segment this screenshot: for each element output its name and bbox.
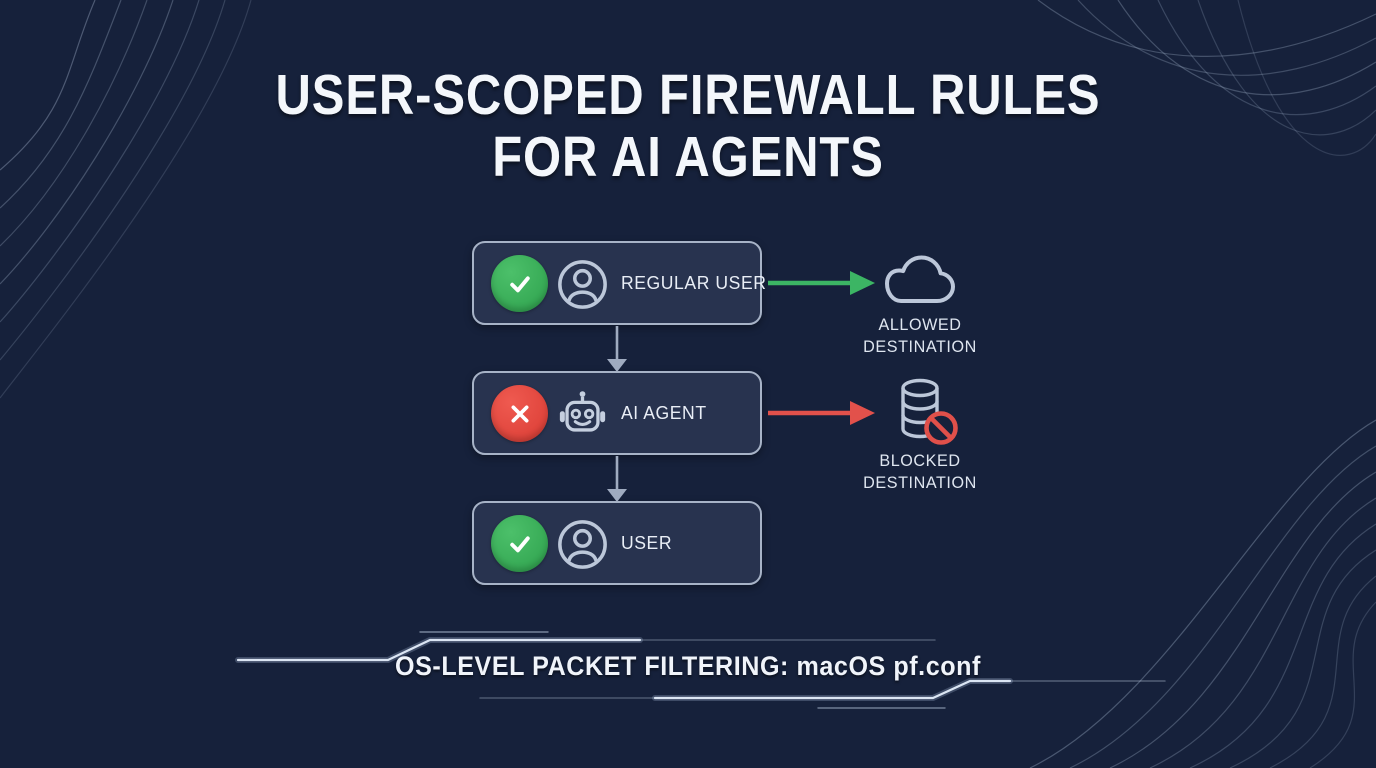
footer-caption: OS-LEVEL PACKET FILTERING: macOS pf.conf [395, 651, 981, 681]
page-title-line2: FOR AI AGENTS [492, 125, 884, 189]
cloud-icon [879, 251, 961, 314]
check-icon [491, 515, 548, 572]
allowed-destination: ALLOWED DESTINATION [832, 251, 1008, 358]
down-arrow-1 [607, 326, 627, 372]
x-icon [491, 385, 548, 442]
node-label: USER [621, 532, 673, 553]
user-icon [556, 518, 609, 571]
check-icon [491, 255, 548, 312]
node-regular-user: REGULAR USER [472, 241, 766, 325]
node-user: USER [472, 501, 762, 585]
node-label: REGULAR USER [621, 272, 767, 293]
user-icon [556, 258, 609, 311]
blocked-destination: BLOCKED DESTINATION [832, 377, 1008, 494]
database-icon [894, 377, 958, 450]
node-ai-agent: AI AGENT [472, 371, 762, 455]
page-title: USER-SCOPED FIREWALL RULES FOR AI AGENTS [96, 64, 1279, 188]
no-entry-icon [922, 409, 960, 452]
node-label: AI AGENT [621, 402, 707, 423]
page-title-line1: USER-SCOPED FIREWALL RULES [275, 63, 1101, 127]
blocked-destination-label: BLOCKED DESTINATION [863, 451, 977, 492]
down-arrow-2 [607, 456, 627, 502]
allowed-destination-label: ALLOWED DESTINATION [863, 315, 977, 356]
robot-icon [556, 388, 609, 441]
